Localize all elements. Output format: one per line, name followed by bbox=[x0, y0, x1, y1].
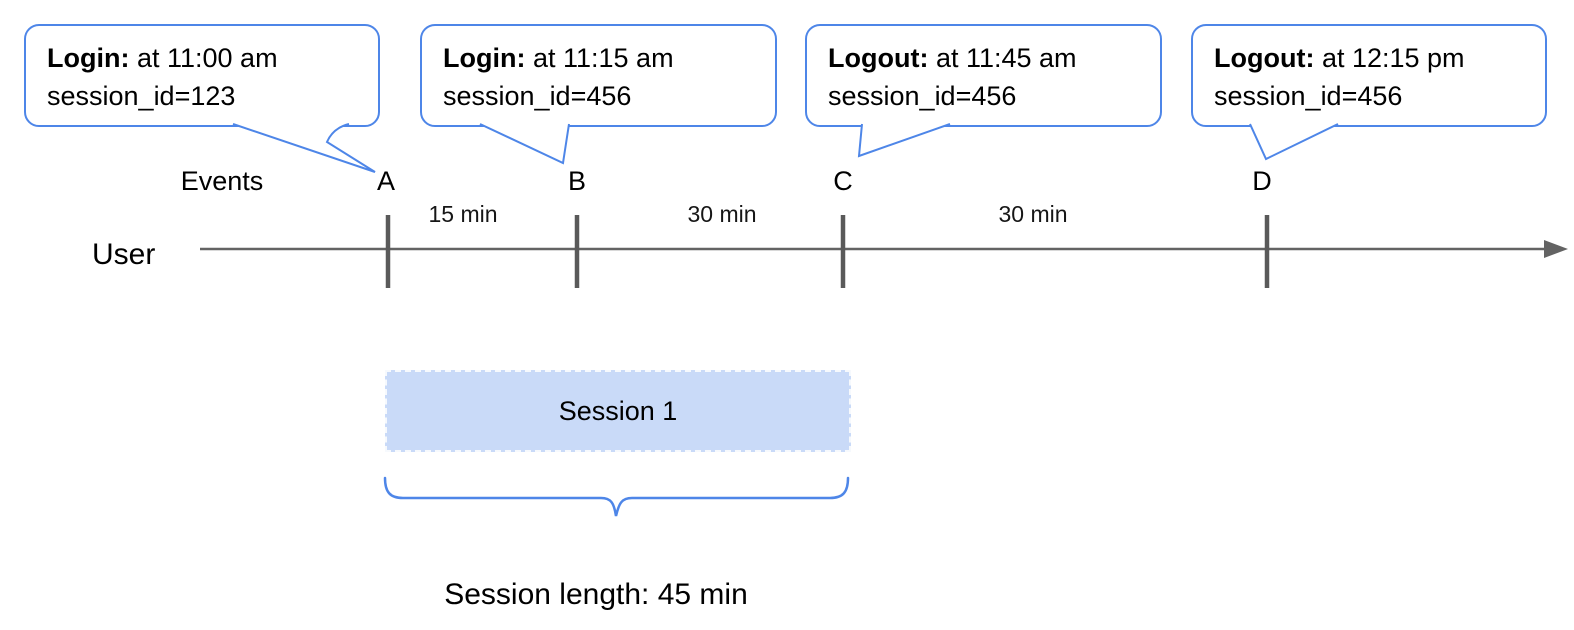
interval-label-ab: 15 min bbox=[428, 201, 498, 227]
callout-a-tail bbox=[232, 123, 376, 173]
event-type-label: Logout: bbox=[828, 43, 929, 73]
session-length-brace bbox=[383, 476, 850, 517]
session-length-label: Session length: 45 min bbox=[444, 578, 748, 611]
callout-login-a: Login: at 11:00 am session_id=123 bbox=[24, 24, 380, 127]
session-1-label: Session 1 bbox=[558, 395, 678, 426]
callout-c-tail bbox=[857, 123, 951, 158]
event-time-label: at 12:15 pm bbox=[1314, 43, 1465, 73]
callout-d-tail bbox=[1249, 123, 1339, 161]
session-id-label: session_id=456 bbox=[443, 81, 632, 111]
callout-logout-d: Logout: at 12:15 pm session_id=456 bbox=[1191, 24, 1547, 127]
event-type-label: Logout: bbox=[1214, 43, 1315, 73]
callout-line1: Login: at 11:00 am bbox=[47, 39, 378, 77]
session-1-box: Session 1 bbox=[385, 370, 851, 452]
event-time-label: at 11:45 am bbox=[928, 43, 1077, 73]
callout-logout-c: Logout: at 11:45 am session_id=456 bbox=[805, 24, 1162, 127]
session-id-label: session_id=456 bbox=[828, 81, 1017, 111]
timeline-arrowhead-icon bbox=[1544, 240, 1568, 258]
event-time-label: at 11:15 am bbox=[525, 43, 674, 73]
callout-line1: Login: at 11:15 am bbox=[443, 39, 775, 77]
interval-label-cd: 30 min bbox=[998, 201, 1068, 227]
callout-login-b: Login: at 11:15 am session_id=456 bbox=[420, 24, 777, 127]
session-id-label: session_id=456 bbox=[1214, 81, 1403, 111]
event-type-label: Login: bbox=[443, 43, 526, 73]
marker-label-a: A bbox=[376, 166, 396, 196]
callout-line1: Logout: at 11:45 am bbox=[828, 39, 1160, 77]
session-id-label: session_id=123 bbox=[47, 81, 236, 111]
marker-label-b: B bbox=[567, 166, 587, 196]
callout-b-tail bbox=[479, 123, 570, 165]
marker-label-c: C bbox=[833, 166, 853, 196]
user-lane-label: User bbox=[92, 238, 156, 271]
event-time-label: at 11:00 am bbox=[129, 43, 278, 73]
events-label: Events bbox=[180, 166, 264, 196]
callout-line1: Logout: at 12:15 pm bbox=[1214, 39, 1545, 77]
event-type-label: Login: bbox=[47, 43, 130, 73]
marker-label-d: D bbox=[1252, 166, 1272, 196]
interval-label-bc: 30 min bbox=[687, 201, 757, 227]
